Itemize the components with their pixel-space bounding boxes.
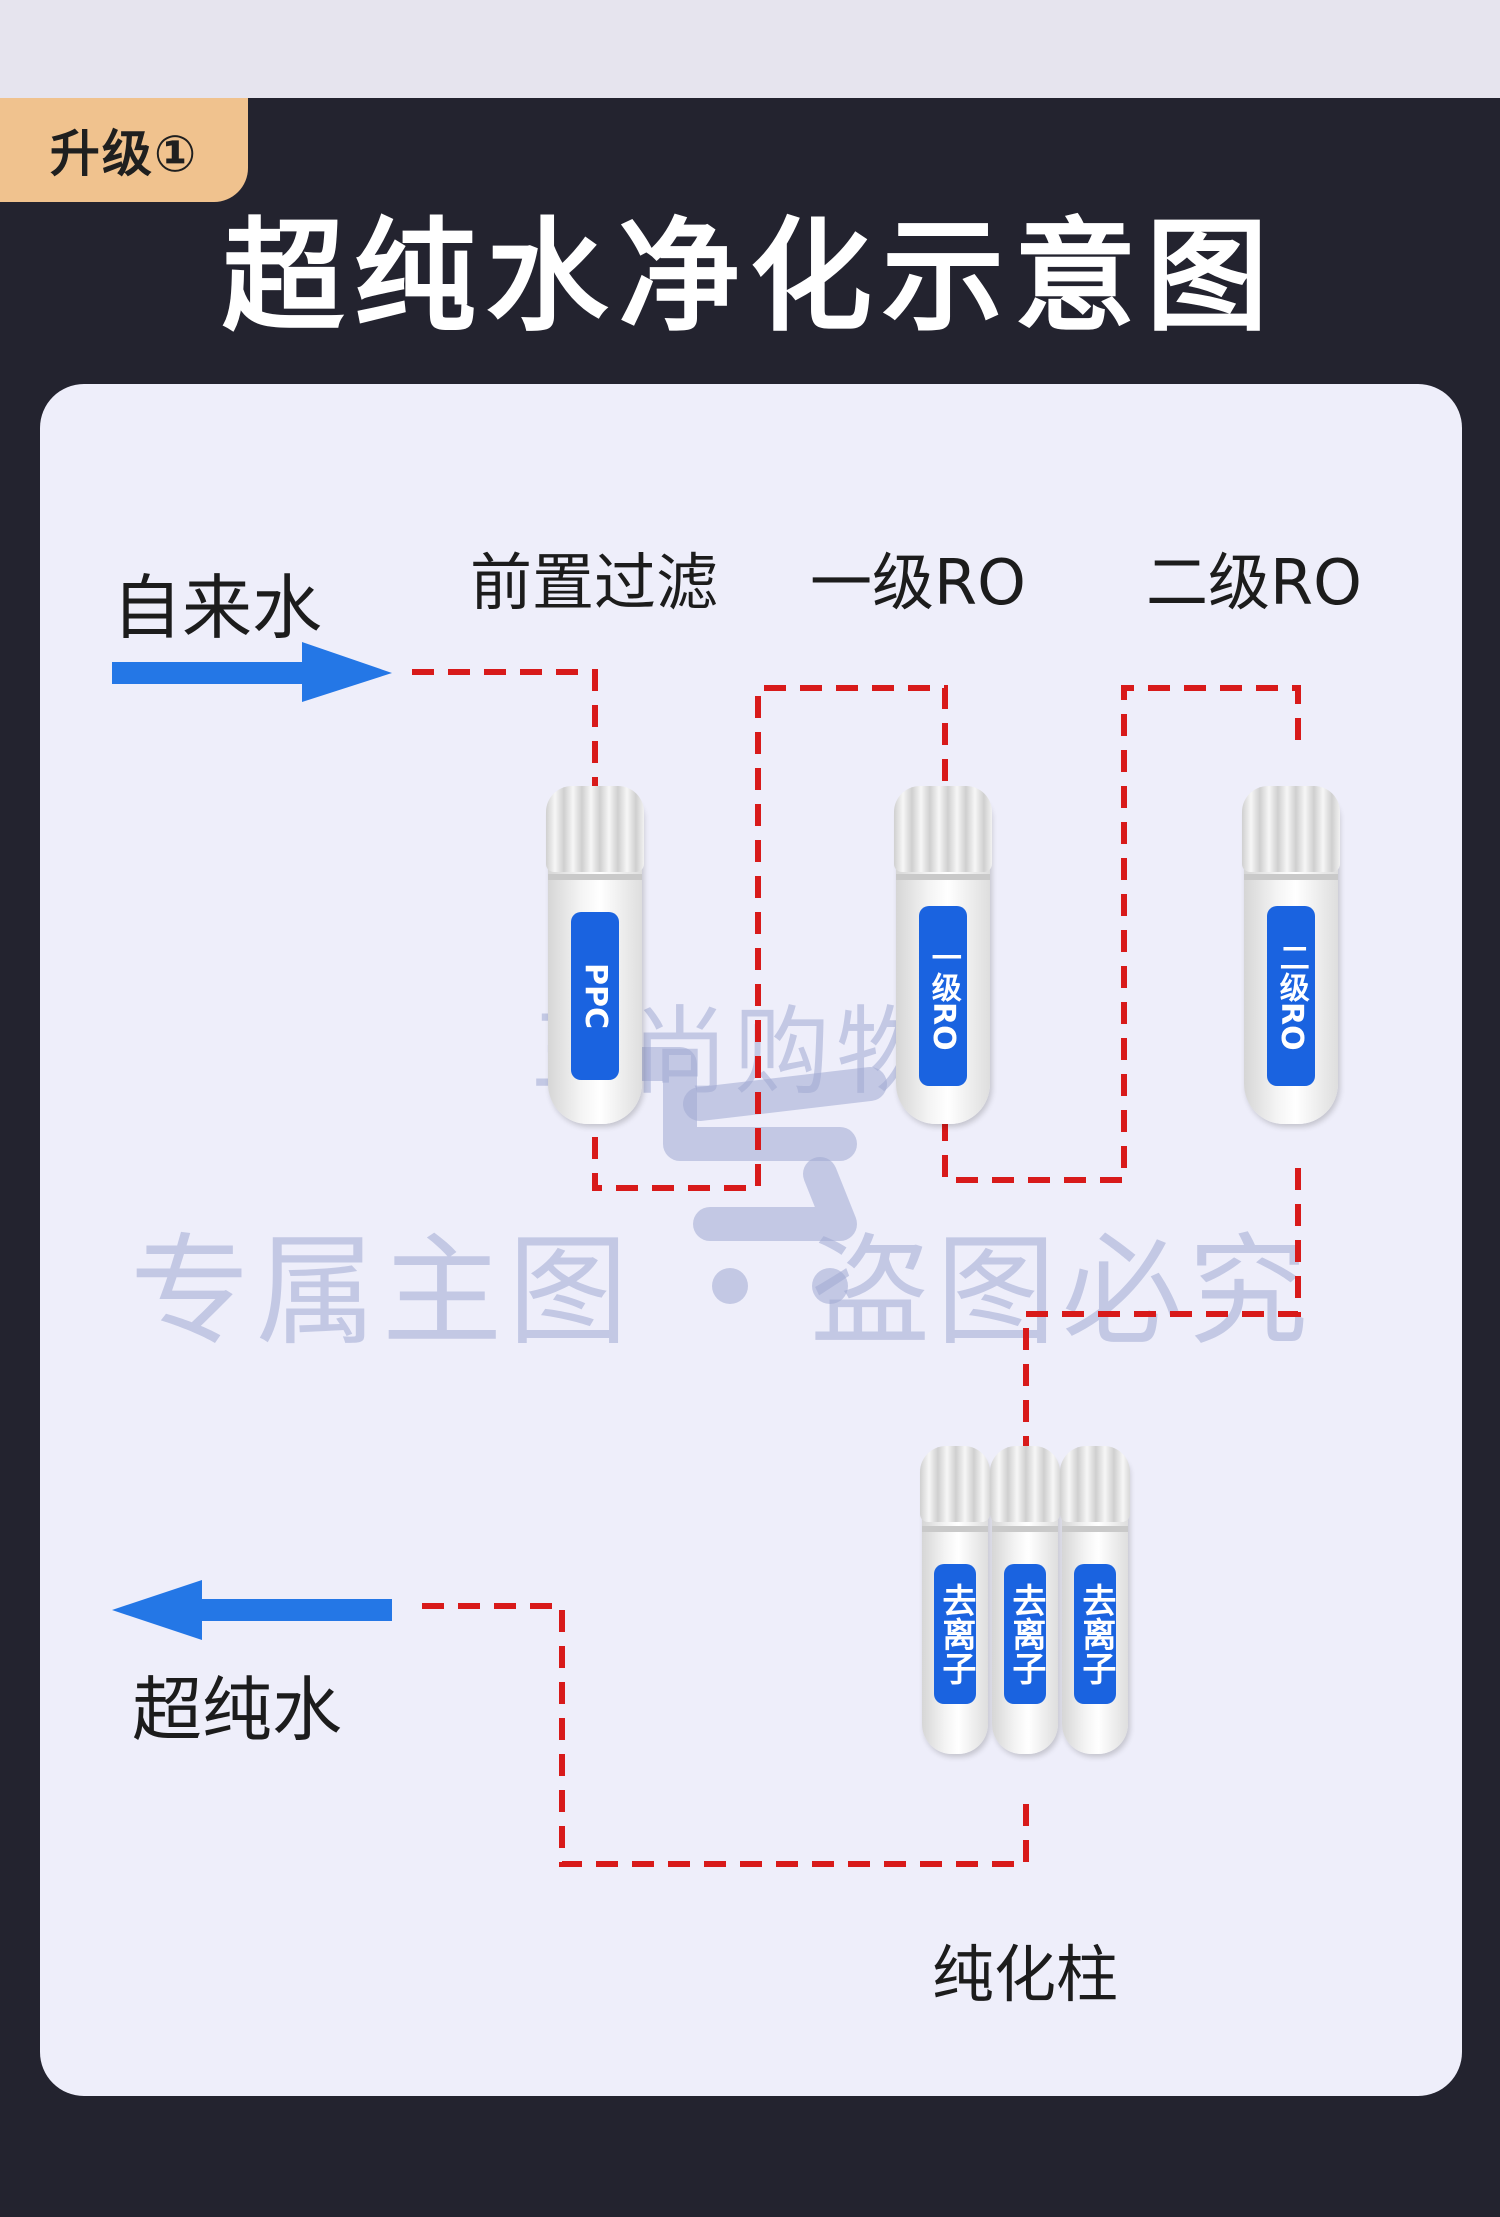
- filter-ppc: PPC: [546, 786, 644, 1124]
- filter-ro1-tag: 一级RO: [919, 906, 967, 1086]
- output-label: 超纯水: [132, 1669, 342, 1751]
- filter-ppc-tag: PPC: [571, 912, 619, 1080]
- stage-label-prefilter: 前置过滤: [470, 546, 719, 619]
- watermark-left-text: 专属主图: [130, 1223, 634, 1362]
- input-label: 自来水: [112, 567, 322, 649]
- top-strip: [0, 0, 1500, 98]
- diagram-panel: 三尚购物 专属主图 盗图必究 自来水 前置过滤 一级RO 二级RO PPC 一级…: [40, 384, 1462, 2096]
- polish-column-label: 纯化柱: [932, 1938, 1119, 2011]
- stage-label-ro2: 二级RO: [1146, 546, 1362, 619]
- filter-ro2-tag: 二级RO: [1267, 906, 1315, 1086]
- diagram-title: 超纯水净化示意图: [222, 206, 1278, 348]
- deionizer-cartridge-1: 去离子: [920, 1446, 990, 1754]
- input-arrow-icon: [112, 642, 392, 702]
- upgrade-badge: 升级①: [0, 98, 248, 202]
- watermark-right-text: 盗图必究: [810, 1223, 1314, 1362]
- deionizer-tag-2: 去离子: [1004, 1564, 1046, 1704]
- filter-ro1: 一级RO: [894, 786, 992, 1124]
- deionizer-cartridge-3: 去离子: [1060, 1446, 1130, 1754]
- water-flow-path: [412, 669, 1301, 1867]
- output-arrow-icon: [112, 1580, 392, 1640]
- deionizer-cartridge-2: 去离子: [990, 1446, 1060, 1754]
- deionizer-tag-1: 去离子: [934, 1564, 976, 1704]
- filter-ro2: 二级RO: [1242, 786, 1340, 1124]
- stage-label-ro1: 一级RO: [810, 546, 1026, 619]
- deionizer-tag-3: 去离子: [1074, 1564, 1116, 1704]
